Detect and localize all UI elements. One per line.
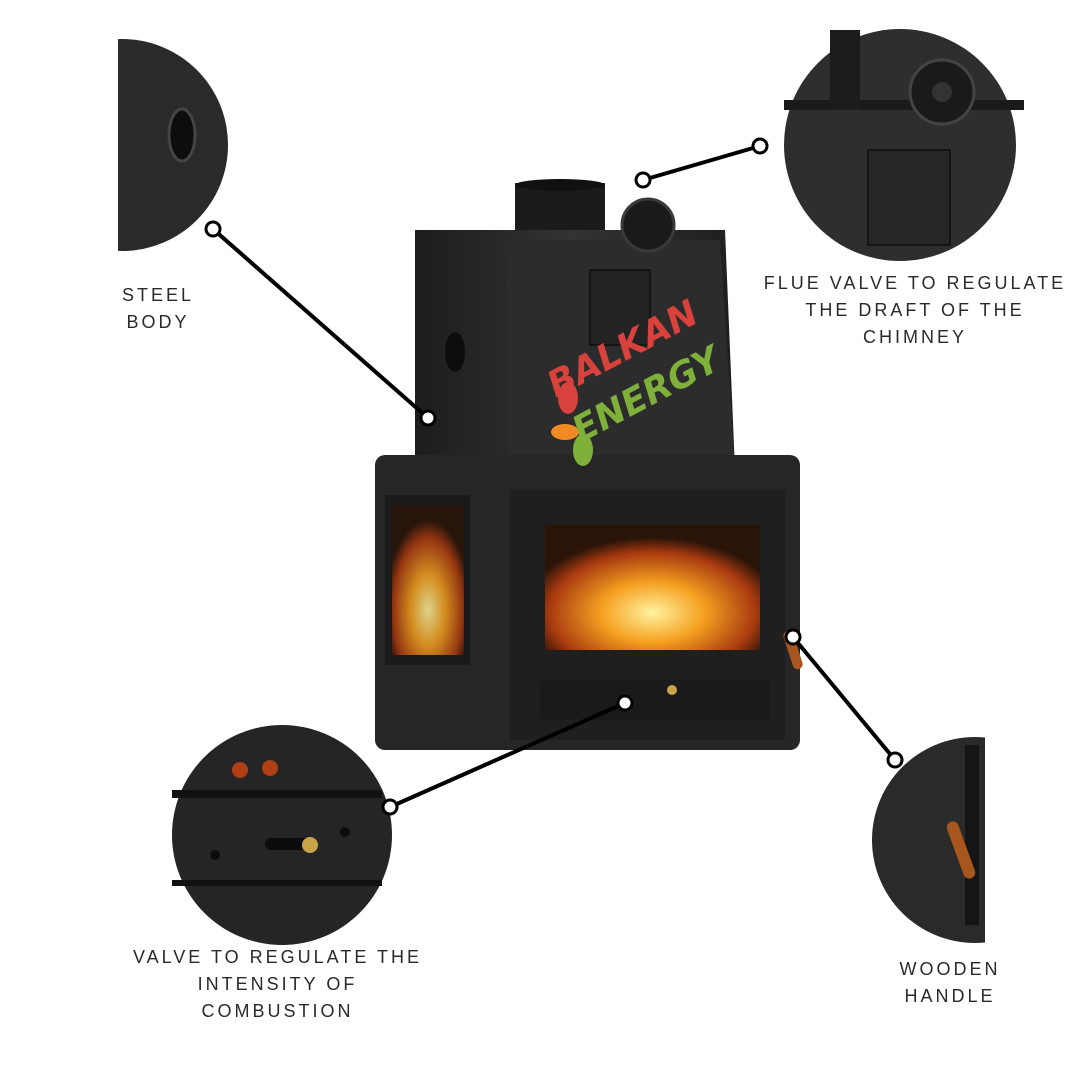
flue-valve-inset	[784, 29, 1024, 261]
steel-body-inset	[118, 39, 228, 251]
combustion-valve-inset	[172, 725, 392, 945]
logo-mark-icon	[551, 382, 593, 466]
callout-lines	[204, 137, 904, 816]
wooden-handle-inset	[872, 737, 985, 943]
fireplace-insert	[375, 179, 803, 750]
